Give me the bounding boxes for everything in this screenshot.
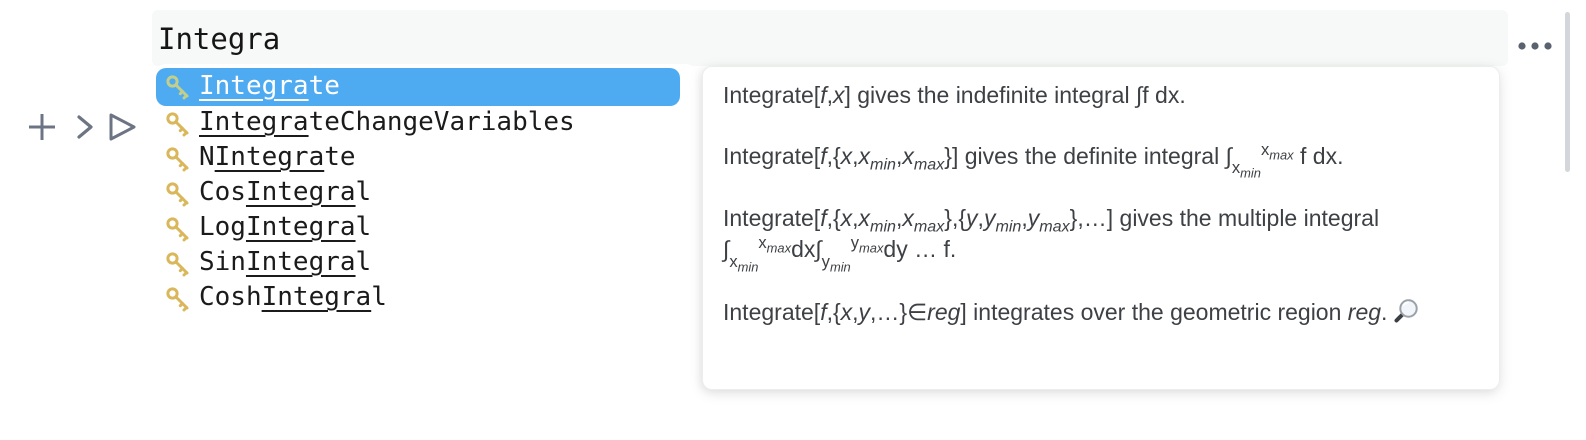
key-icon [165, 74, 191, 100]
autocomplete-item-label: SinIntegral [199, 247, 372, 277]
autocomplete-item-label: CoshIntegral [199, 282, 387, 312]
autocomplete-item-label: IntegrateChangeVariables [199, 107, 575, 137]
scrollbar-thumb[interactable] [1565, 12, 1570, 172]
autocomplete-item-integrate[interactable]: Integrate [156, 68, 680, 106]
key-icon [165, 146, 191, 172]
autocomplete-item-integratechangevariables[interactable]: IntegrateChangeVariables [156, 106, 696, 141]
play-outline-icon[interactable] [106, 111, 138, 143]
chevron-right-icon[interactable] [74, 114, 106, 146]
ellipsis-icon[interactable] [1512, 36, 1558, 56]
key-icon [165, 216, 191, 242]
magnifier-icon[interactable] [1393, 297, 1420, 332]
autocomplete-item-logintegral[interactable]: LogIntegral [156, 211, 696, 246]
autocomplete-item-nintegrate[interactable]: NIntegrate [156, 141, 696, 176]
autocomplete-item-coshintegral[interactable]: CoshIntegral [156, 281, 696, 316]
doc-tooltip: Integrate[f,x] gives the indefinite inte… [702, 66, 1500, 390]
autocomplete-dropdown: Integrate IntegrateChangeVariables [156, 64, 696, 322]
doc-paragraph: Integrate[f,{x,y,…}∈reg] integrates over… [723, 297, 1479, 332]
doc-paragraph: Integrate[f,{x,xmin,xmax},{y,ymin,ymax},… [723, 205, 1380, 274]
cell-margin-controls [26, 110, 142, 146]
key-icon [165, 286, 191, 312]
autocomplete-item-cosintegral[interactable]: CosIntegral [156, 176, 696, 211]
autocomplete-item-label: LogIntegral [199, 212, 372, 242]
autocomplete-item-label: Integrate [199, 70, 340, 101]
key-icon [165, 251, 191, 277]
cell-input-text[interactable]: Integra [158, 22, 281, 56]
autocomplete-item-sinintegral[interactable]: SinIntegral [156, 246, 696, 281]
key-icon [165, 111, 191, 137]
doc-paragraph: Integrate[f,x] gives the indefinite inte… [723, 82, 1186, 108]
autocomplete-item-label: CosIntegral [199, 177, 372, 207]
doc-paragraph: Integrate[f,{x,xmin,xmax}] gives the def… [723, 139, 1344, 181]
key-icon [165, 181, 191, 207]
plus-icon[interactable] [26, 111, 58, 143]
input-cell[interactable] [152, 10, 1508, 66]
autocomplete-item-label: NIntegrate [199, 142, 356, 172]
